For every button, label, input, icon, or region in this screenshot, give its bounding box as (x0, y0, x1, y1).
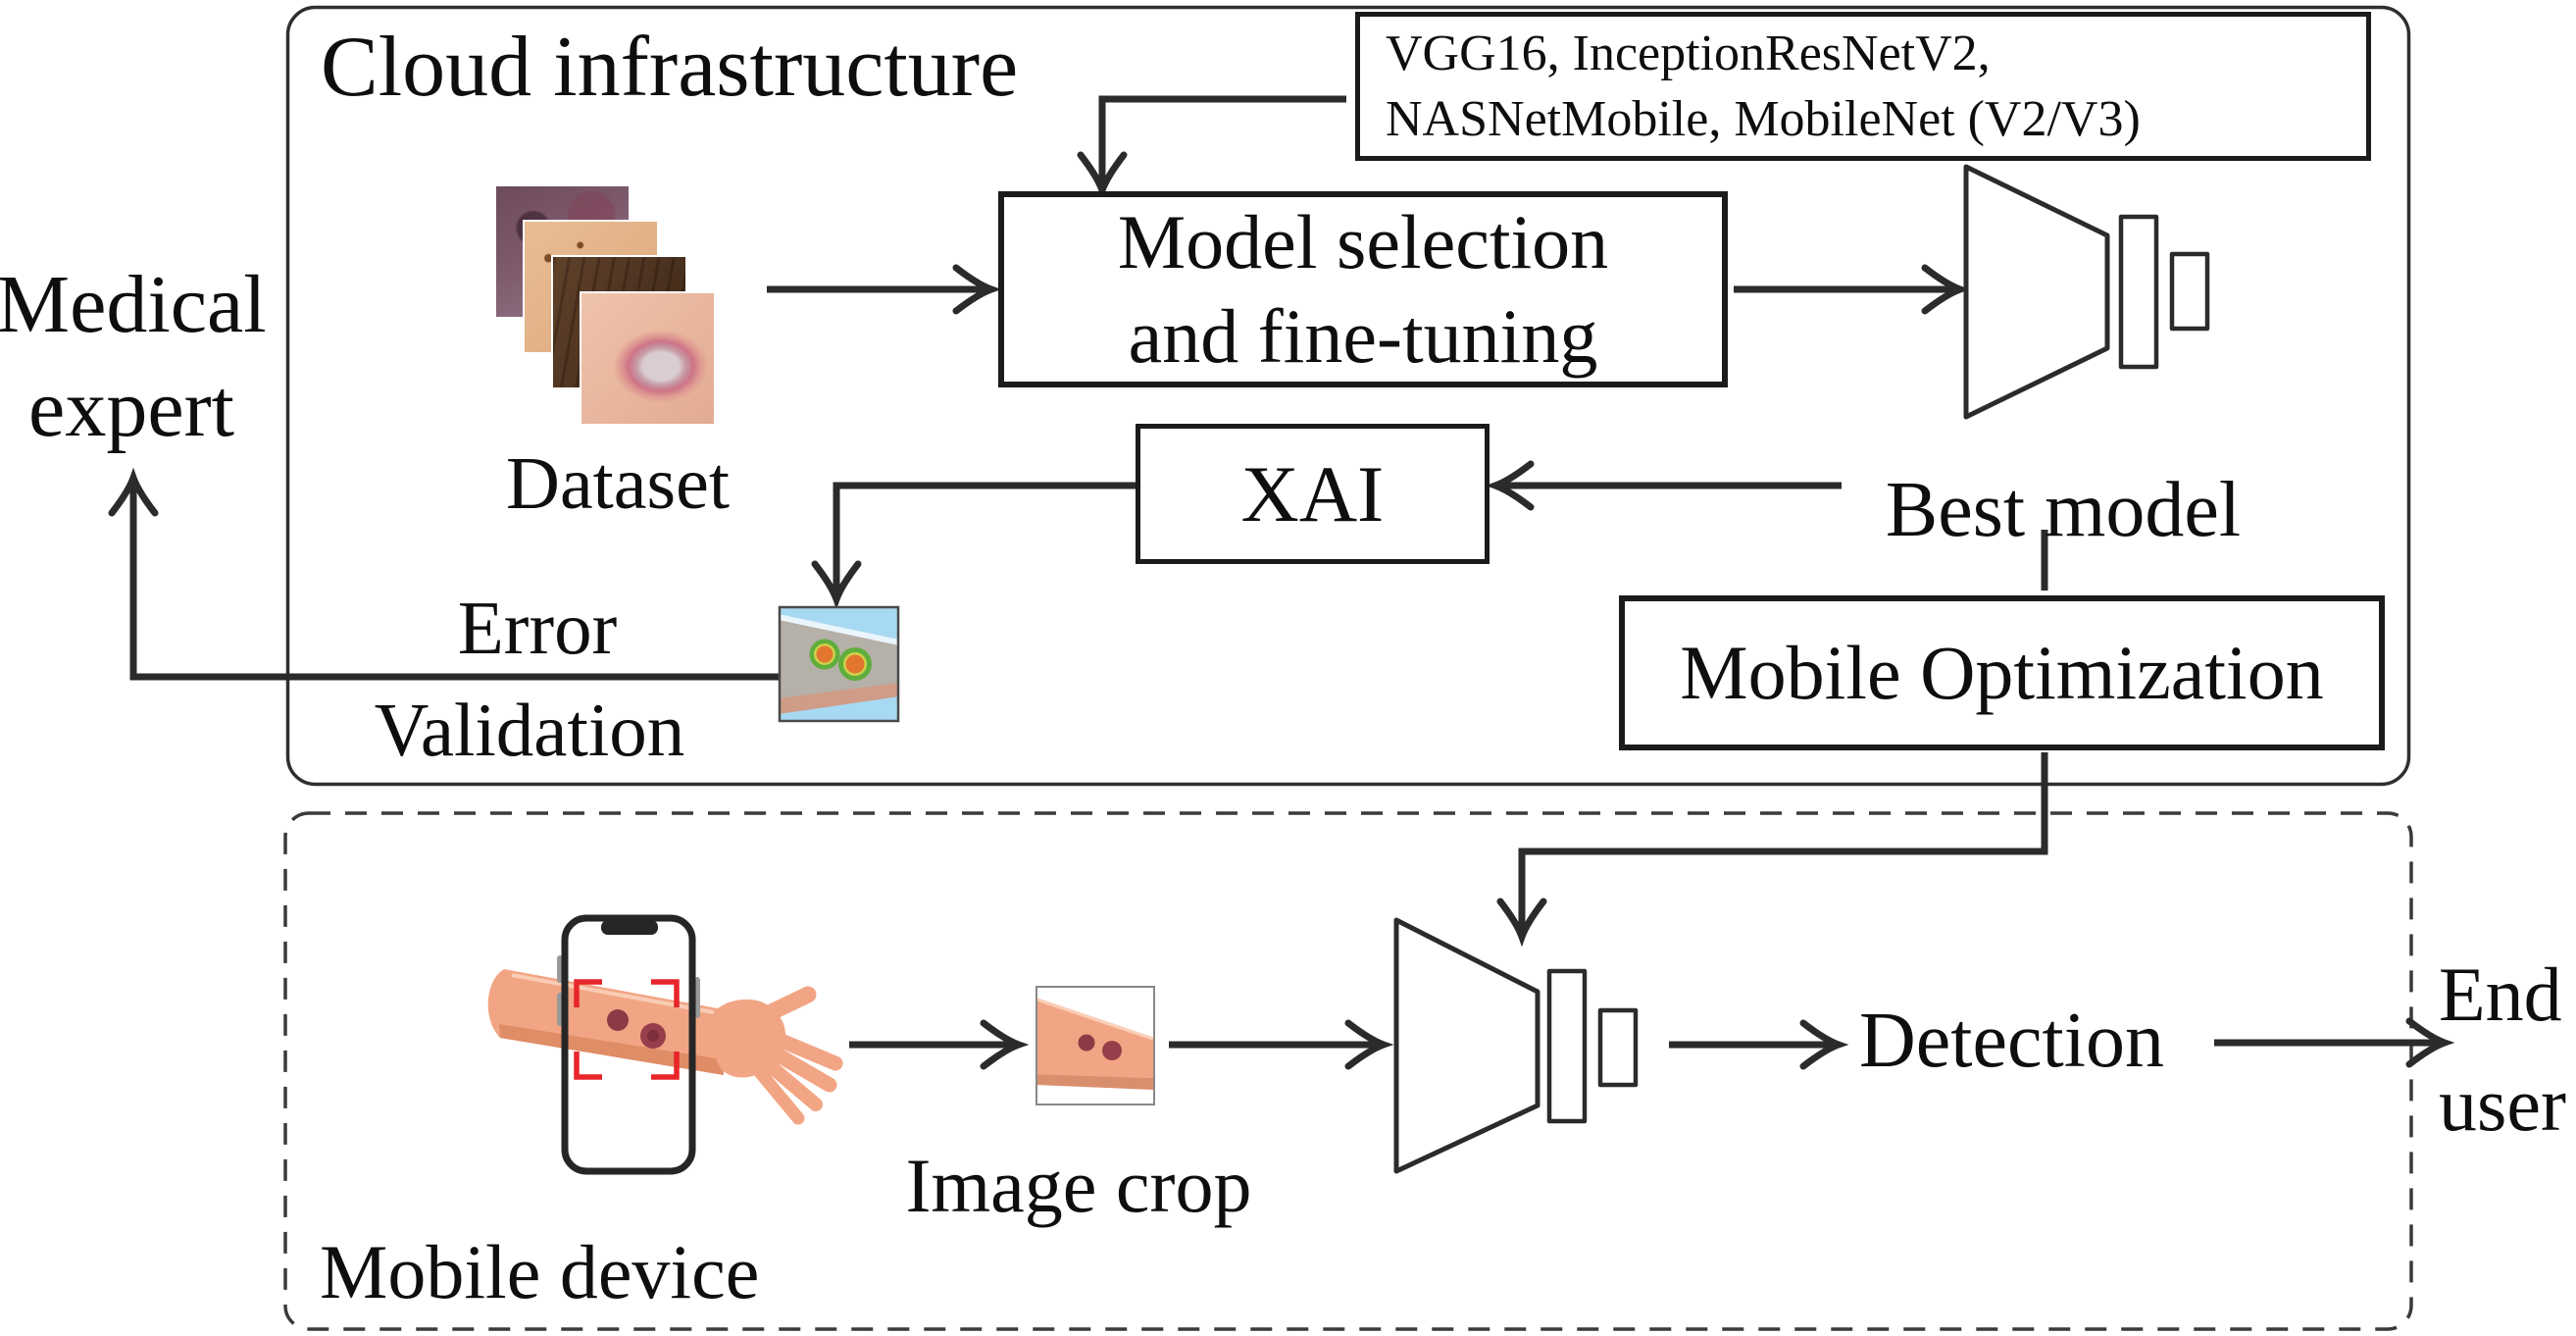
xai-label: XAI (1240, 448, 1385, 539)
candidate-models-box: VGG16, InceptionResNetV2, NASNetMobile, … (1355, 12, 2371, 161)
best-model-label: Best model (1885, 467, 2242, 553)
arrow-optimization-to-mobile-network (1496, 752, 2048, 948)
arrow-error-to-medical-expert (108, 467, 781, 681)
neural-network-icon (1963, 164, 2210, 420)
phone-capture-illustration (487, 914, 843, 1175)
arrow-models-to-selection (1077, 95, 1346, 201)
models-line2: NASNetMobile, MobileNet (V2/V3) (1386, 91, 2141, 147)
end-user-line2: user (2439, 1061, 2566, 1147)
cloud-infrastructure-box (285, 5, 2411, 787)
medical-expert-line2: expert (28, 363, 234, 454)
mobile-optimization-box: Mobile Optimization (1619, 595, 2385, 750)
phone-icon (557, 914, 700, 1175)
xai-box: XAI (1136, 424, 1490, 564)
lesion-spot (1078, 1034, 1095, 1052)
models-line1: VGG16, InceptionResNetV2, (1386, 26, 1991, 81)
neural-network-icon-mobile (1393, 917, 1639, 1174)
lesion-spot (1102, 1041, 1122, 1060)
mobile-optimization-label: Mobile Optimization (1680, 630, 2324, 715)
medical-expert-label: Medical expert (0, 253, 267, 461)
mobile-section-title: Mobile device (320, 1229, 760, 1314)
error-heatmap-image (778, 605, 900, 723)
mobile-device-box (283, 811, 2413, 1331)
dataset-image (581, 293, 714, 424)
validation-label: Validation (374, 688, 685, 772)
model-selection-line2: and fine-tuning (1128, 293, 1598, 379)
arrow-xai-to-error-validation (811, 482, 1136, 610)
dataset-label: Dataset (506, 442, 730, 525)
connectors (108, 95, 2455, 1070)
phone-notch (601, 920, 658, 935)
arm-illustration (487, 969, 843, 1125)
model-selection-box: Model selection and fine-tuning (998, 191, 1728, 387)
end-user-label: End user (2439, 940, 2566, 1159)
lesion-spot (607, 1009, 629, 1031)
error-label: Error (457, 586, 618, 670)
crop-brackets-icon (574, 979, 680, 1080)
medical-expert-line1: Medical (0, 259, 267, 350)
cloud-section-title: Cloud infrastructure (321, 20, 1019, 115)
end-user-line1: End (2439, 951, 2562, 1037)
detection-label: Detection (1859, 998, 2164, 1084)
image-crop-thumbnail (1035, 986, 1155, 1105)
image-crop-label: Image crop (905, 1143, 1252, 1228)
model-selection-line1: Model selection (1117, 199, 1609, 284)
